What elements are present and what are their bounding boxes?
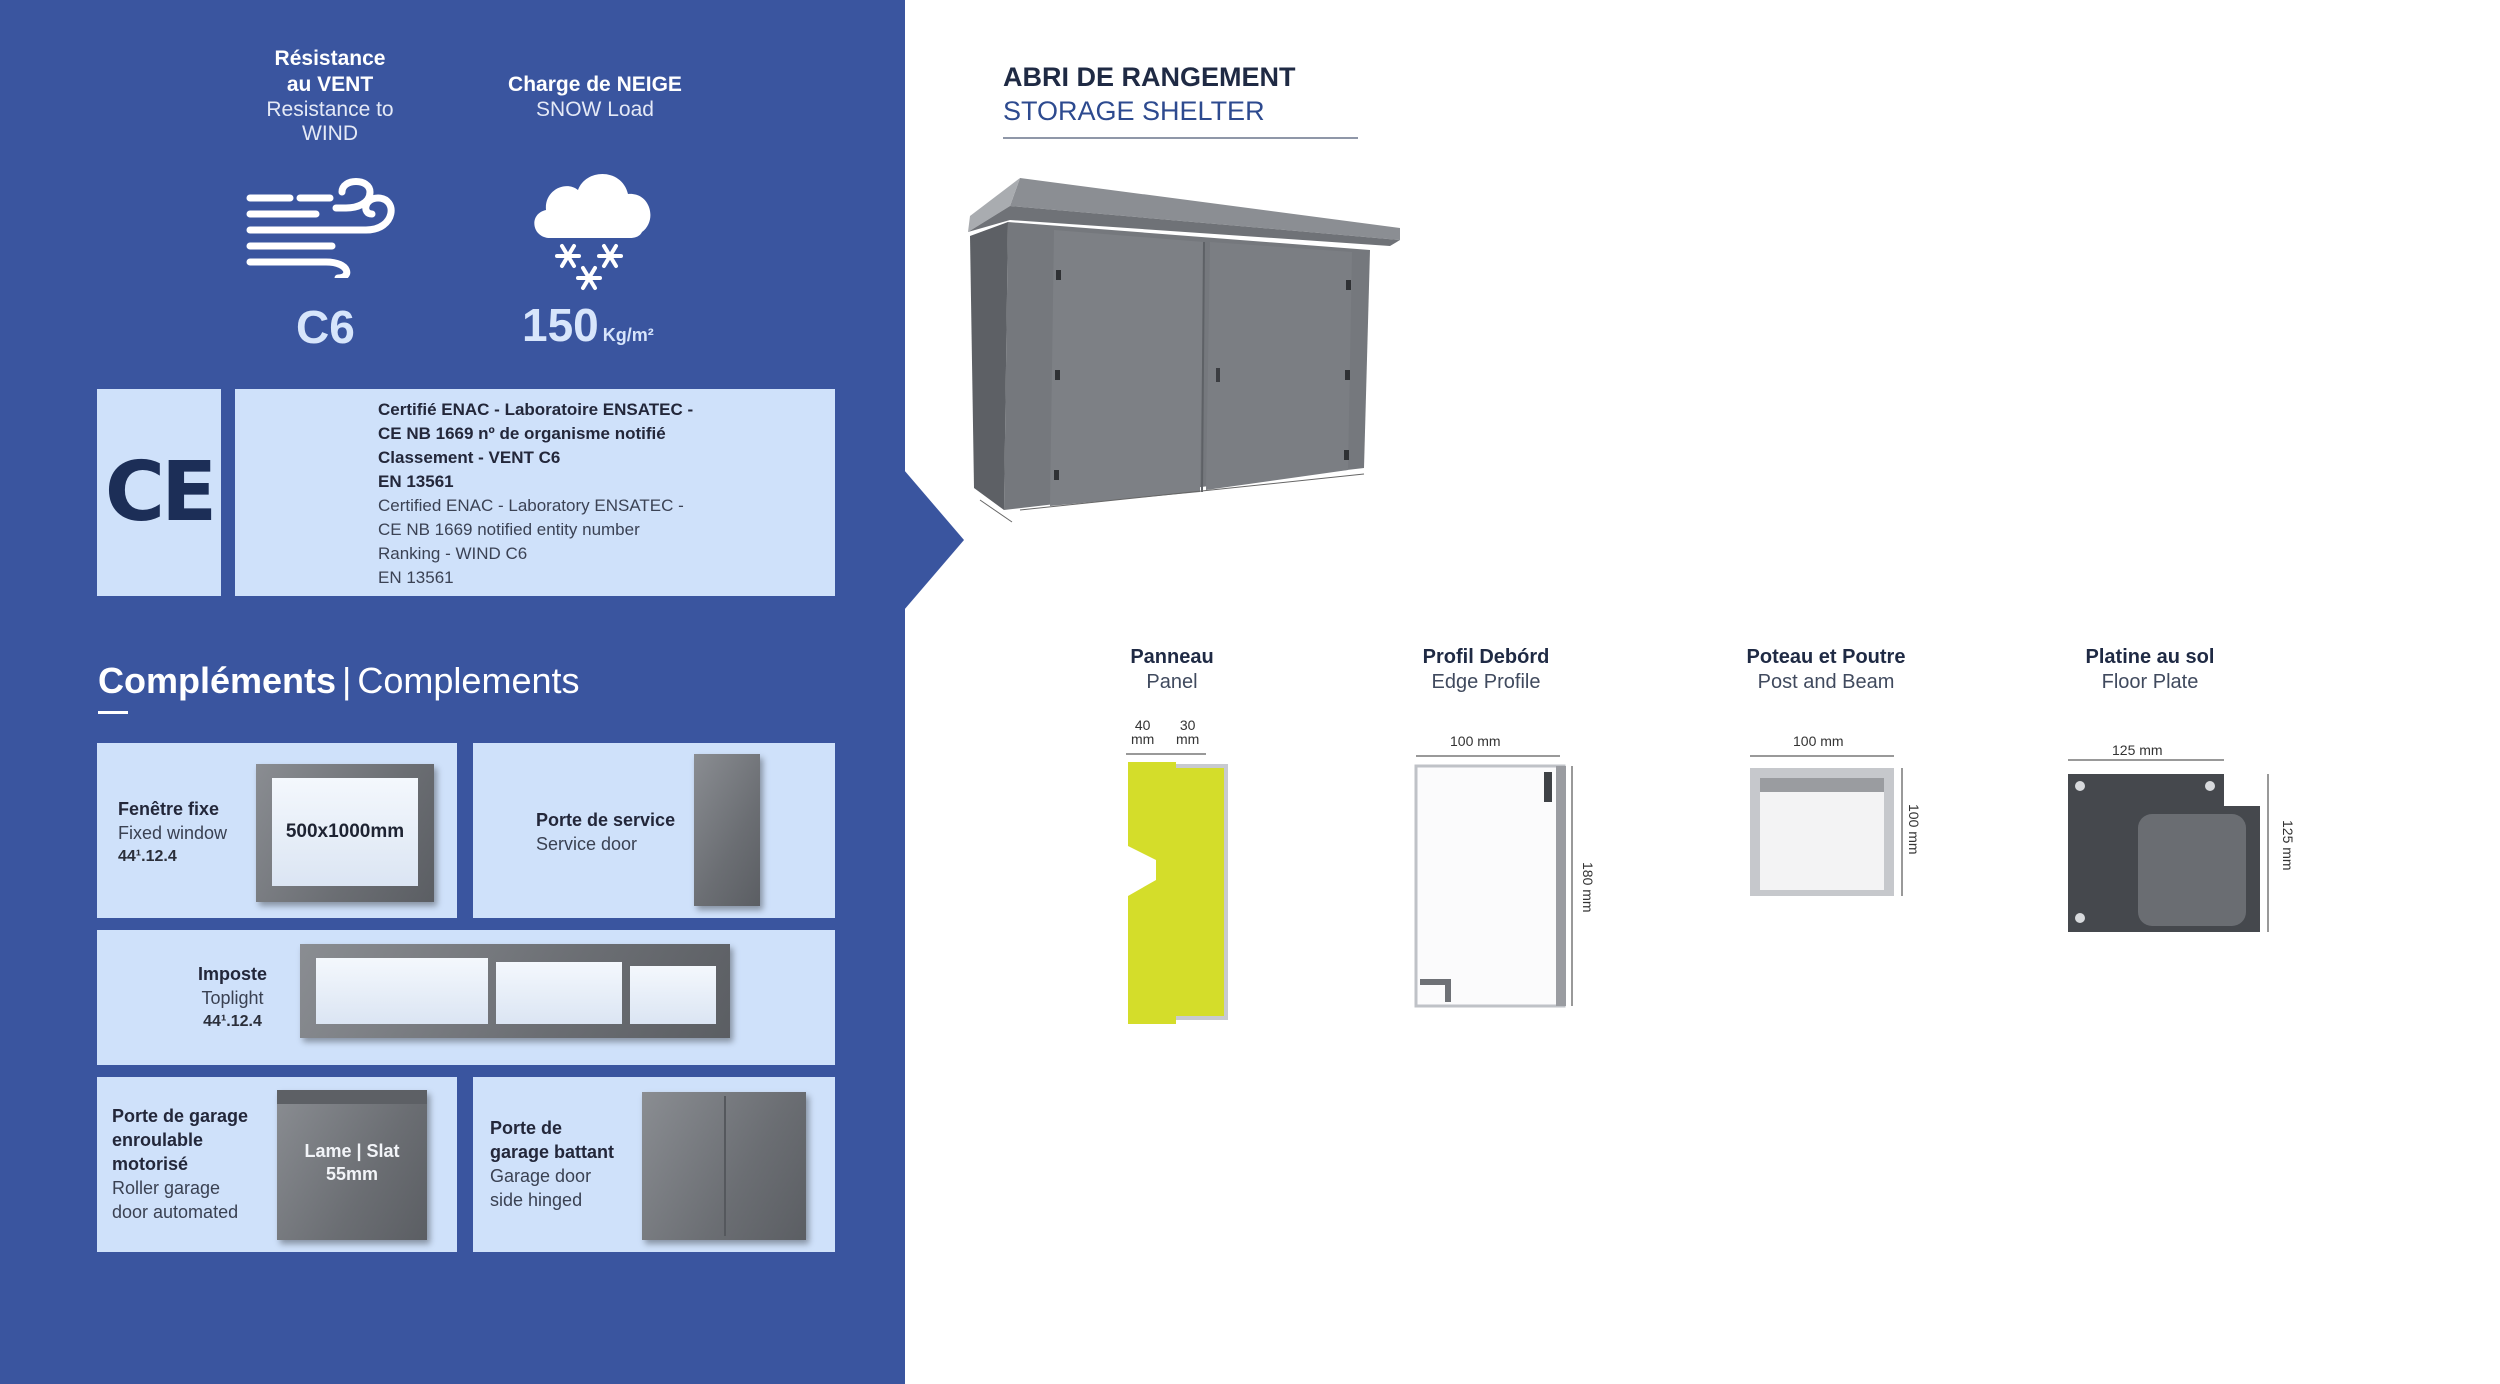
- snow-cloud-icon: [534, 173, 651, 290]
- complements-heading-en: Complements: [357, 660, 580, 701]
- cert-en-3: Ranking - WIND C6: [378, 544, 528, 563]
- shelter-title-en: STORAGE SHELTER: [1003, 96, 1265, 126]
- profile-post-label: Poteau et Poutre Post and Beam: [1676, 644, 1976, 694]
- wind-sub-2: WIND: [302, 122, 358, 145]
- edge-profile-image: [1414, 755, 1573, 1008]
- roller-garage-fr-2: enroulable: [112, 1130, 204, 1150]
- wind-title-2: au VENT: [286, 73, 374, 96]
- snow-value-unit: Kg/m²: [602, 325, 654, 345]
- hinged-garage-en-2: side hinged: [490, 1190, 583, 1210]
- roller-garage-en-2: door automated: [112, 1202, 239, 1222]
- toplight-fr: Imposte: [198, 964, 268, 984]
- profile-post-en: Post and Beam: [1757, 671, 1895, 693]
- certification-text: Certifié ENAC - Laboratoire ENSATEC - CE…: [378, 398, 798, 590]
- fixed-window-en: Fixed window: [118, 823, 228, 843]
- panel-dim-30: 30 mm: [1176, 718, 1199, 746]
- edge-dim-height: 180 mm: [1580, 862, 1596, 913]
- toplight-glass-1: [316, 958, 488, 1024]
- post-dim-height: 100 mm: [1906, 804, 1922, 855]
- roller-garage-slat: Lame | Slat 55mm: [277, 1140, 427, 1186]
- hinged-garage-label: Porte de garage battant Garage door side…: [490, 1116, 614, 1212]
- cert-fr-1: Certifié ENAC - Laboratoire ENSATEC -: [378, 400, 694, 419]
- profile-edge-label: Profil Debórd Edge Profile: [1336, 644, 1636, 694]
- cert-en-4: EN 13561: [378, 568, 454, 587]
- fixed-window-glass: 500x1000mm: [272, 778, 418, 886]
- panel-dim-30-value: 30: [1179, 717, 1196, 733]
- complements-heading-fr: Compléments: [98, 660, 337, 701]
- fixed-window-label: Fenêtre fixe Fixed window 44¹.12.4: [118, 797, 227, 869]
- roller-garage-box: [277, 1090, 427, 1104]
- hinged-garage-en-1: Garage door: [490, 1166, 592, 1186]
- toplight-code: 44¹.12.4: [203, 1013, 262, 1030]
- profile-panel-fr: Panneau: [1130, 646, 1214, 668]
- service-door-card: [473, 743, 835, 918]
- profile-panel-label: Panneau Panel: [1022, 644, 1322, 694]
- fixed-window-size: 500x1000mm: [285, 821, 405, 842]
- snow-sub: SNOW Load: [536, 98, 654, 121]
- snow-title: Charge de NEIGE: [508, 73, 682, 96]
- roller-garage-slat-2: 55mm: [325, 1164, 379, 1184]
- service-door-fr: Porte de service: [536, 810, 676, 830]
- snow-value-number: 150: [522, 299, 599, 351]
- roller-garage-fr-3: motorisé: [112, 1154, 189, 1174]
- toplight-en: Toplight: [201, 988, 264, 1008]
- profile-post-fr: Poteau et Poutre: [1746, 646, 1906, 668]
- certification-box: [235, 389, 835, 596]
- wind-sub-1: Resistance to: [266, 98, 394, 121]
- hinged-garage-fr-2: garage battant: [490, 1142, 615, 1162]
- edge-dim-width: 100 mm: [1450, 733, 1501, 749]
- wind-stat: Résistance au VENT Resistance to WIND: [230, 46, 430, 146]
- fixed-window-fr: Fenêtre fixe: [118, 799, 220, 819]
- ce-box: CE: [97, 389, 221, 596]
- panel-arrow: [904, 470, 964, 610]
- roller-garage-fr-1: Porte de garage: [112, 1106, 249, 1126]
- cert-fr-4: EN 13561: [378, 472, 454, 491]
- profile-floor-label: Platine au sol Floor Plate: [2000, 644, 2300, 694]
- roller-garage-slat-1: Lame | Slat: [304, 1141, 400, 1161]
- snow-stat: Charge de NEIGE SNOW Load: [480, 72, 710, 122]
- complements-heading: Compléments|Complements: [98, 660, 580, 702]
- heading-underline: [98, 711, 128, 714]
- service-door-image: [694, 754, 760, 906]
- hinged-garage-fr-1: Porte de: [490, 1118, 563, 1138]
- toplight-label: Imposte Toplight 44¹.12.4: [198, 962, 267, 1034]
- cert-en-1: Certified ENAC - Laboratory ENSATEC -: [378, 496, 684, 515]
- profile-edge-en: Edge Profile: [1431, 671, 1541, 693]
- roller-garage-label: Porte de garage enroulable motorisé Roll…: [112, 1104, 248, 1224]
- cert-en-2: CE NB 1669 notified entity number: [378, 520, 640, 539]
- complements-heading-separator: |: [342, 660, 352, 701]
- toplight-glass-3: [630, 966, 716, 1024]
- ce-mark: CE: [104, 445, 217, 540]
- profile-panel-en: Panel: [1146, 671, 1198, 693]
- service-door-en: Service door: [536, 834, 638, 854]
- roller-garage-image: [277, 1090, 427, 1240]
- profile-floor-fr: Platine au sol: [2085, 646, 2215, 668]
- service-door-label: Porte de service Service door: [536, 808, 675, 856]
- toplight-glass-2: [496, 962, 622, 1024]
- cert-fr-3: Classement - VENT C6: [378, 448, 561, 467]
- panel-dim-40: 40 mm: [1131, 718, 1154, 746]
- wind-title-1: Résistance: [274, 47, 386, 70]
- panel-dim-30-unit: mm: [1176, 731, 1200, 747]
- panel-dim-40-unit: mm: [1131, 731, 1155, 747]
- roller-garage-en-1: Roller garage: [112, 1178, 221, 1198]
- profile-floor-en: Floor Plate: [2101, 671, 2199, 693]
- post-beam-image: [1750, 755, 1903, 896]
- wind-icon: [246, 178, 395, 278]
- floor-dim-width: 125 mm: [2112, 742, 2163, 758]
- wind-value: C6: [296, 301, 355, 353]
- post-dim-width: 100 mm: [1793, 733, 1844, 749]
- cert-fr-2: CE NB 1669 nº de organisme notifié: [378, 424, 666, 443]
- storage-shelter-image: [968, 178, 1400, 523]
- fixed-window-code: 44¹.12.4: [118, 848, 177, 865]
- panel-profile-image: [1126, 753, 1228, 1024]
- shelter-title-fr: ABRI DE RANGEMENT: [1003, 62, 1296, 92]
- floor-dim-height: 125 mm: [2280, 820, 2296, 871]
- panel-dim-40-value: 40: [1134, 717, 1151, 733]
- title-underline: [1003, 137, 1358, 139]
- floor-plate-image: [2068, 759, 2269, 932]
- profile-edge-fr: Profil Debórd: [1422, 646, 1550, 668]
- hinged-garage-seam: [724, 1096, 726, 1236]
